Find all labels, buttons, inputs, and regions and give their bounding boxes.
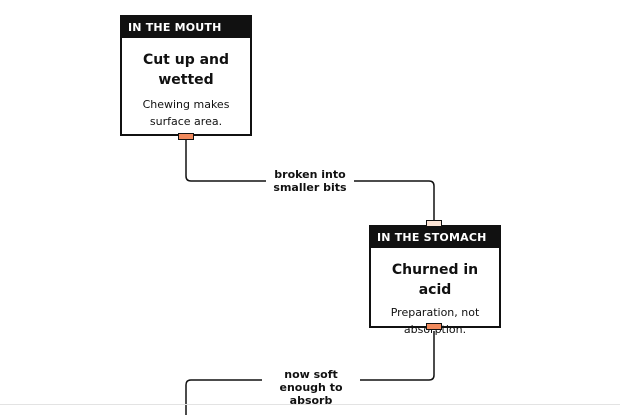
node-description: Chewing makes surface area. xyxy=(142,98,230,128)
edge-label-text: now soft enough to absorb xyxy=(279,368,343,407)
bottom-divider xyxy=(0,404,620,405)
node-title: Churned in acid xyxy=(391,262,479,298)
edge-label-now-soft-enough: now soft enough to absorb xyxy=(262,368,360,407)
input-port-stomach[interactable] xyxy=(426,220,442,227)
node-title: Cut up and wetted xyxy=(142,52,230,88)
edge-label-text: broken into smaller bits xyxy=(273,168,347,194)
output-port-mouth[interactable] xyxy=(178,133,194,140)
node-header: IN THE STOMACH xyxy=(371,227,499,248)
node-in-the-stomach[interactable]: IN THE STOMACH Churned in acid Preparati… xyxy=(369,225,501,336)
node-description: Preparation, not absorption. xyxy=(390,306,480,336)
node-header: IN THE MOUTH xyxy=(122,17,250,38)
output-port-stomach[interactable] xyxy=(426,323,442,330)
node-in-the-mouth[interactable]: IN THE MOUTH Cut up and wetted Chewing m… xyxy=(120,15,252,136)
edge-label-broken-into-smaller-bits: broken into smaller bits xyxy=(266,168,354,194)
